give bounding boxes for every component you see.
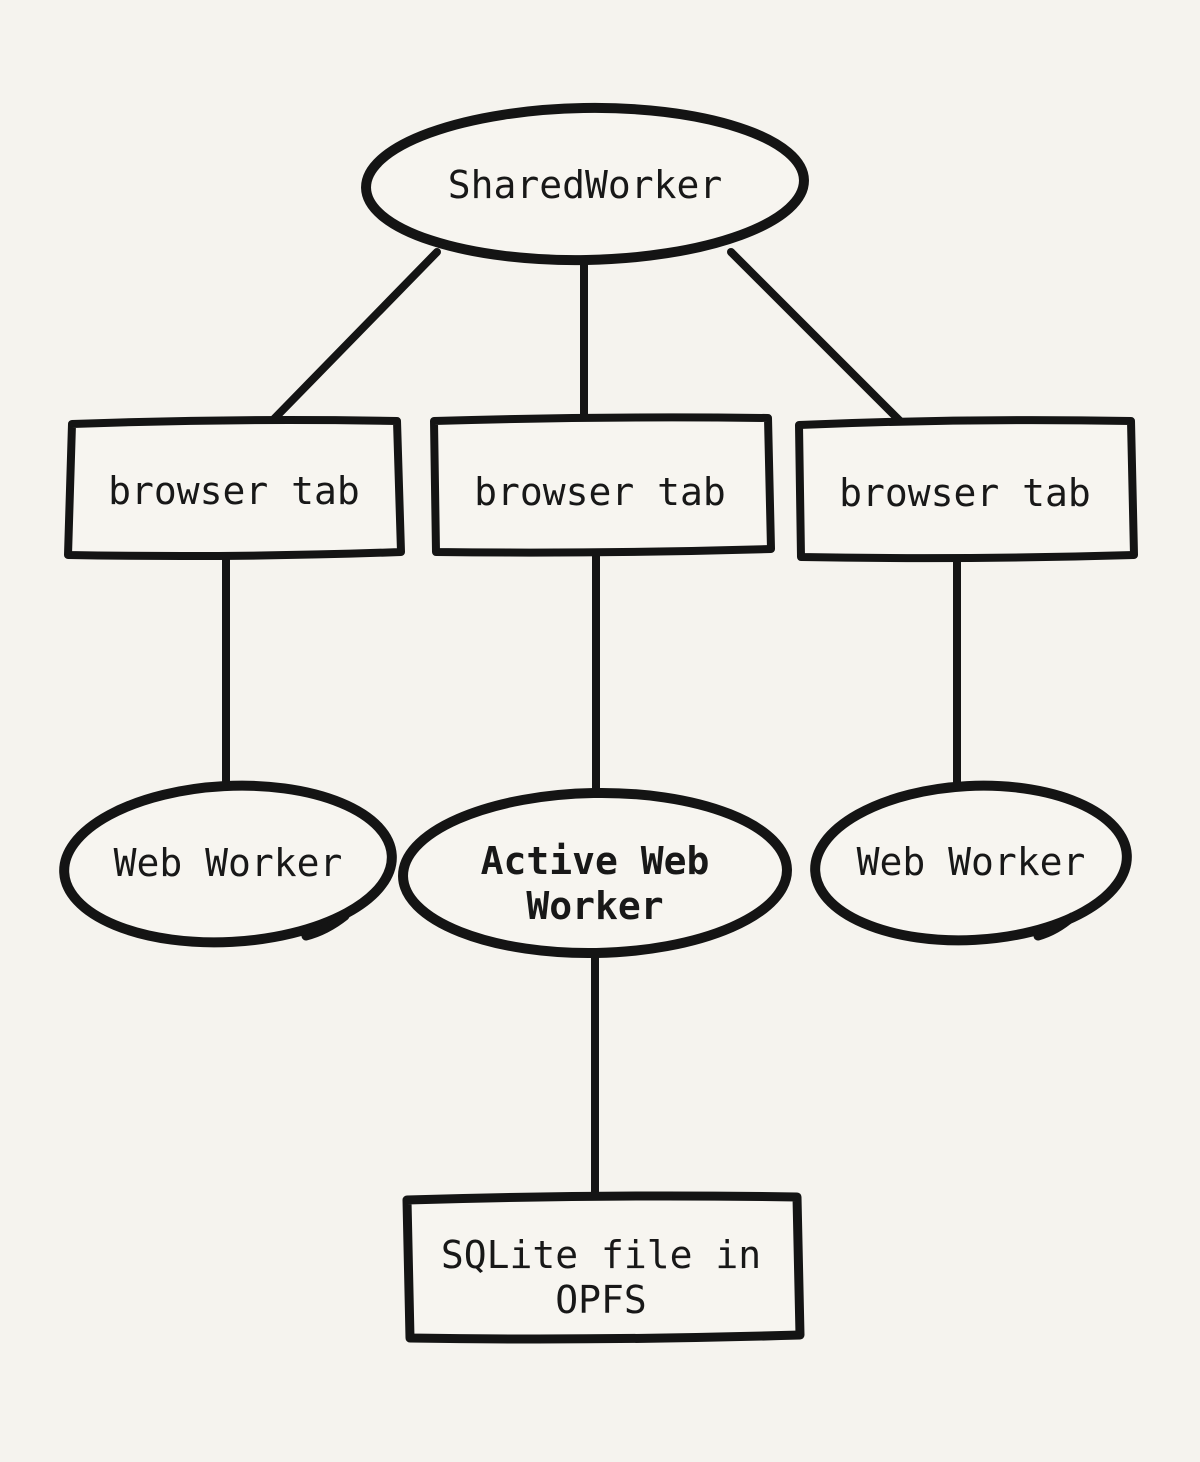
web-worker-right-label: Web Worker [857,840,1086,884]
active-web-worker-ellipse [398,787,792,959]
sqlite-file-label-line2: OPFS [555,1278,647,1322]
browser-tab-right-rect [795,416,1138,563]
web-worker-left-label: Web Worker [114,841,343,885]
web-worker-left-pen-overshoot [301,911,350,941]
node-browser-tab-left: browser tab [64,416,405,560]
web-worker-right-ellipse [810,780,1132,946]
shared-worker-label: SharedWorker [448,163,723,207]
node-web-worker-left: Web Worker [59,780,397,948]
browser-tab-right-label: browser tab [839,471,1091,515]
edges [222,248,961,1202]
web-worker-left-ellipse [59,780,397,948]
node-web-worker-right: Web Worker [810,780,1132,946]
browser-tab-left-label: browser tab [108,469,360,513]
sqlite-file-rect [402,1191,805,1344]
edge-sharedworker-to-tab-right [727,248,907,428]
node-active-web-worker: Active Web Worker [398,787,792,959]
node-shared-worker: SharedWorker [361,102,809,266]
browser-tab-left-rect [64,416,405,560]
active-web-worker-label-line1: Active Web [481,839,710,883]
browser-tab-center-rect [430,413,775,557]
edge-sharedworker-to-tab-left [267,248,441,426]
node-browser-tab-center: browser tab [430,413,775,557]
sqlite-file-label-line1: SQLite file in [441,1233,761,1277]
active-web-worker-label-line2: Worker [526,884,663,928]
node-sqlite-file: SQLite file in OPFS [402,1191,805,1344]
node-browser-tab-right: browser tab [795,416,1138,563]
browser-tab-center-label: browser tab [474,470,726,514]
shared-worker-ellipse [361,102,809,266]
web-worker-right-pen-overshoot [1033,912,1077,941]
